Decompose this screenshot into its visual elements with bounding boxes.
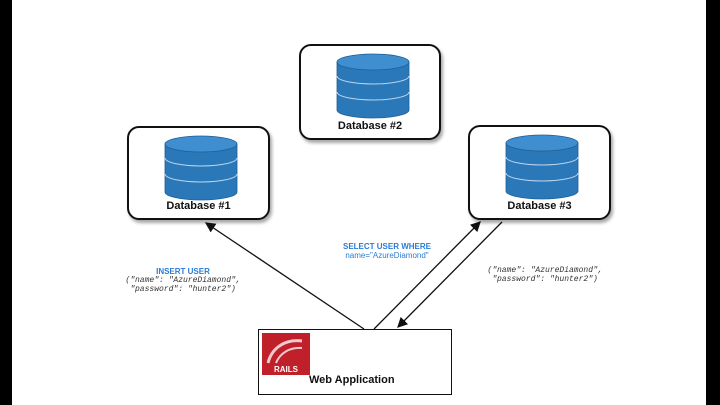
result-line-2: "password": "hunter2")	[492, 275, 598, 284]
web-application-node: RAILS Web Application	[258, 329, 452, 395]
database-icon	[505, 134, 579, 200]
select-annotation: SELECT USER WHERE name="AzureDiamond"	[312, 242, 462, 260]
insert-line-1: ("name": "AzureDiamond",	[125, 276, 241, 285]
result-annotation: ("name": "AzureDiamond", "password": "hu…	[460, 266, 630, 284]
select-header: SELECT USER WHERE	[342, 242, 431, 251]
database-1-node: Database #1	[127, 126, 270, 220]
database-3-node: Database #3	[468, 125, 611, 220]
database-1-label: Database #1	[166, 200, 231, 212]
arrows-layer	[204, 221, 503, 330]
diagram-canvas: Database #2 Database #1 Data	[12, 0, 706, 405]
web-application-label: Web Application	[309, 374, 395, 386]
arrow-insert-to-db1	[204, 222, 365, 330]
database-icon	[336, 53, 410, 119]
database-3-label: Database #3	[507, 200, 572, 212]
rails-logo: RAILS	[262, 333, 310, 375]
insert-header: INSERT USER	[156, 267, 210, 276]
arrow-result-from-db3	[397, 221, 503, 328]
result-line-1: ("name": "AzureDiamond",	[487, 266, 603, 275]
arrow-select-to-db3	[373, 221, 481, 330]
database-icon	[164, 135, 238, 201]
insert-line-2: "password": "hunter2")	[130, 285, 236, 294]
database-2-node: Database #2	[299, 44, 441, 140]
select-line-1: name="AzureDiamond"	[345, 251, 429, 260]
rails-logo-text: RAILS	[274, 365, 299, 374]
insert-annotation: INSERT USER ("name": "AzureDiamond", "pa…	[98, 267, 268, 294]
database-2-label: Database #2	[337, 120, 403, 132]
